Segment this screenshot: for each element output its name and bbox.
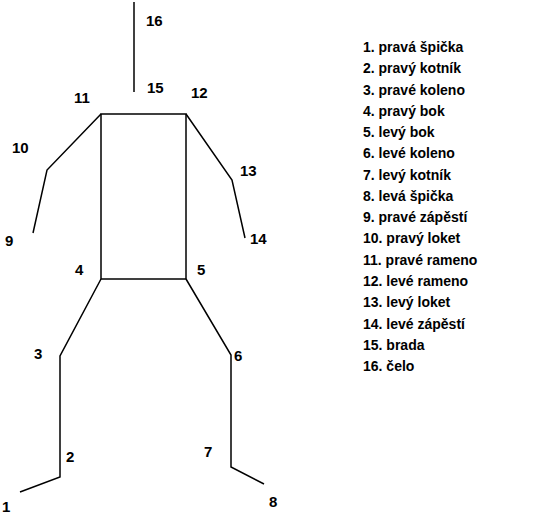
callout-number: 15 bbox=[147, 80, 164, 95]
left-leg bbox=[186, 279, 264, 484]
part-name: 16. čelo bbox=[363, 359, 414, 373]
callout-number: 13 bbox=[240, 163, 257, 178]
callout-number: 1 bbox=[2, 499, 10, 514]
torso-rect bbox=[101, 114, 186, 279]
right-leg bbox=[20, 279, 101, 492]
part-name: 15. brada bbox=[363, 338, 424, 352]
part-name: 7. levý kotník bbox=[363, 168, 451, 182]
part-name: 3. pravé koleno bbox=[363, 83, 465, 97]
callout-number: 6 bbox=[234, 348, 242, 363]
part-name: 1. pravá špička bbox=[363, 40, 463, 54]
part-name: 11. pravé rameno bbox=[363, 253, 477, 267]
callout-number: 5 bbox=[197, 262, 205, 277]
part-name: 8. levá špička bbox=[363, 189, 453, 203]
right-arm bbox=[33, 114, 101, 233]
part-name: 9. pravé zápěstí bbox=[363, 210, 467, 224]
callout-number: 8 bbox=[269, 494, 277, 509]
part-name: 13. levý loket bbox=[363, 295, 450, 309]
callout-number: 2 bbox=[66, 449, 74, 464]
part-name: 4. pravý bok bbox=[363, 104, 445, 118]
callout-number: 16 bbox=[146, 13, 163, 28]
part-name: 10. pravý loket bbox=[363, 231, 460, 245]
callout-number: 12 bbox=[191, 85, 208, 100]
callout-number: 10 bbox=[12, 140, 29, 155]
left-arm bbox=[186, 114, 245, 238]
part-name: 5. levý bok bbox=[363, 125, 435, 139]
callout-number: 3 bbox=[34, 346, 42, 361]
part-name: 2. pravý kotník bbox=[363, 61, 461, 75]
part-name: 12. levé rameno bbox=[363, 274, 468, 288]
callout-number: 14 bbox=[250, 231, 267, 246]
part-name: 6. levé koleno bbox=[363, 146, 455, 160]
callout-number: 7 bbox=[204, 444, 212, 459]
callout-number: 4 bbox=[75, 262, 83, 277]
callout-number: 9 bbox=[5, 233, 13, 248]
neck-line bbox=[133, 2, 135, 92]
callout-number: 11 bbox=[74, 90, 90, 105]
part-name: 14. levé zápěstí bbox=[363, 317, 465, 331]
